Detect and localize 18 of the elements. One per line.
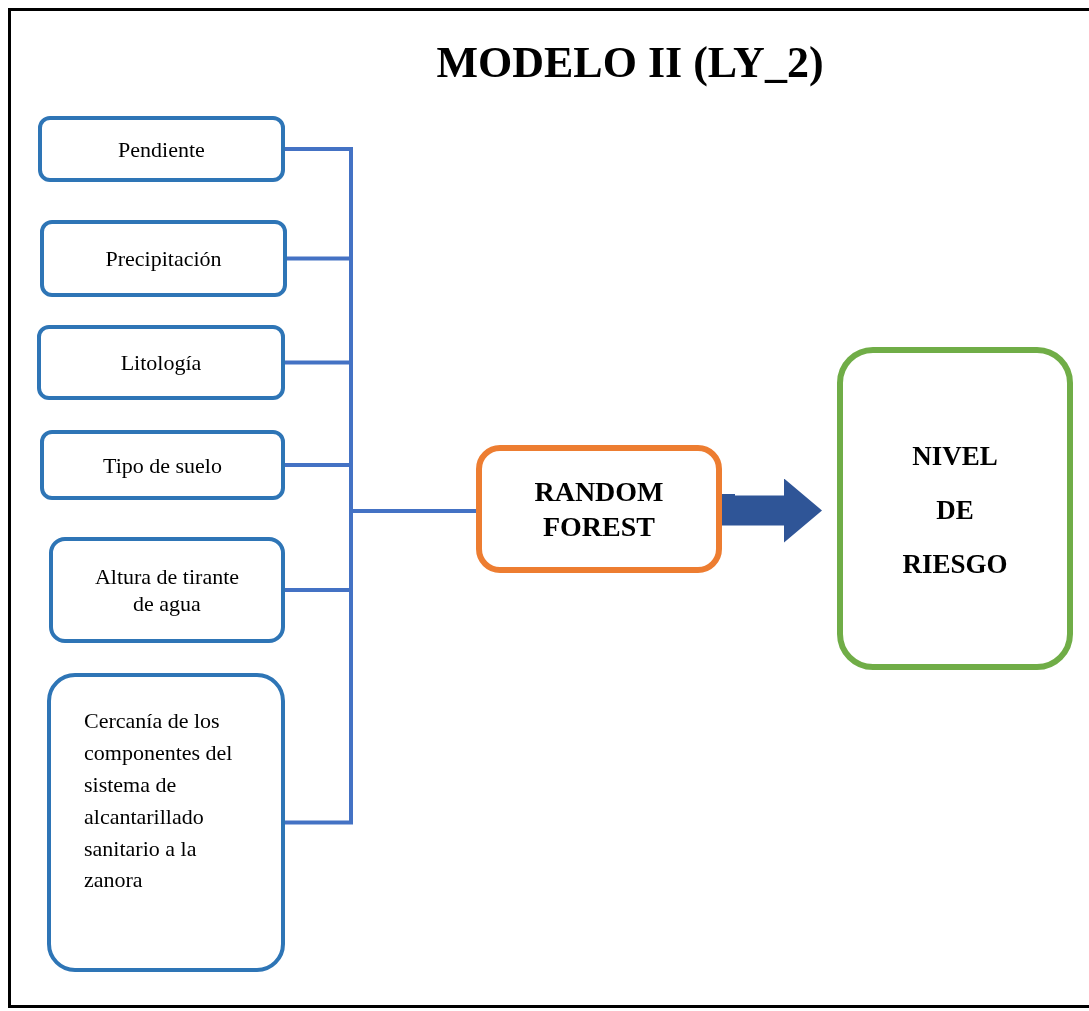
process-box xyxy=(49,537,285,643)
process-box xyxy=(40,220,287,297)
process-box xyxy=(38,116,285,182)
connector-line xyxy=(285,509,476,825)
process-box xyxy=(37,325,285,400)
process-box xyxy=(40,430,285,500)
process-box xyxy=(476,445,722,573)
box-label: Tipo de suelo xyxy=(102,451,223,480)
box-label: Cercanía de los componentes del sistema de alcantarillado sanitario a la zanora xyxy=(83,707,234,895)
box-label: Precipitación xyxy=(104,245,223,273)
box-label: RANDOM FOREST xyxy=(533,475,665,544)
diagram-title: MODELO II (LY_2) xyxy=(435,37,825,89)
box-label: Altura de tirante de agua xyxy=(93,562,241,618)
process-box xyxy=(837,347,1073,670)
process-box xyxy=(47,673,285,972)
box-label: Litología xyxy=(119,349,203,377)
box-label: Pendiente xyxy=(117,135,206,164)
box-label: NIVEL DE RIESGO xyxy=(901,440,1009,581)
